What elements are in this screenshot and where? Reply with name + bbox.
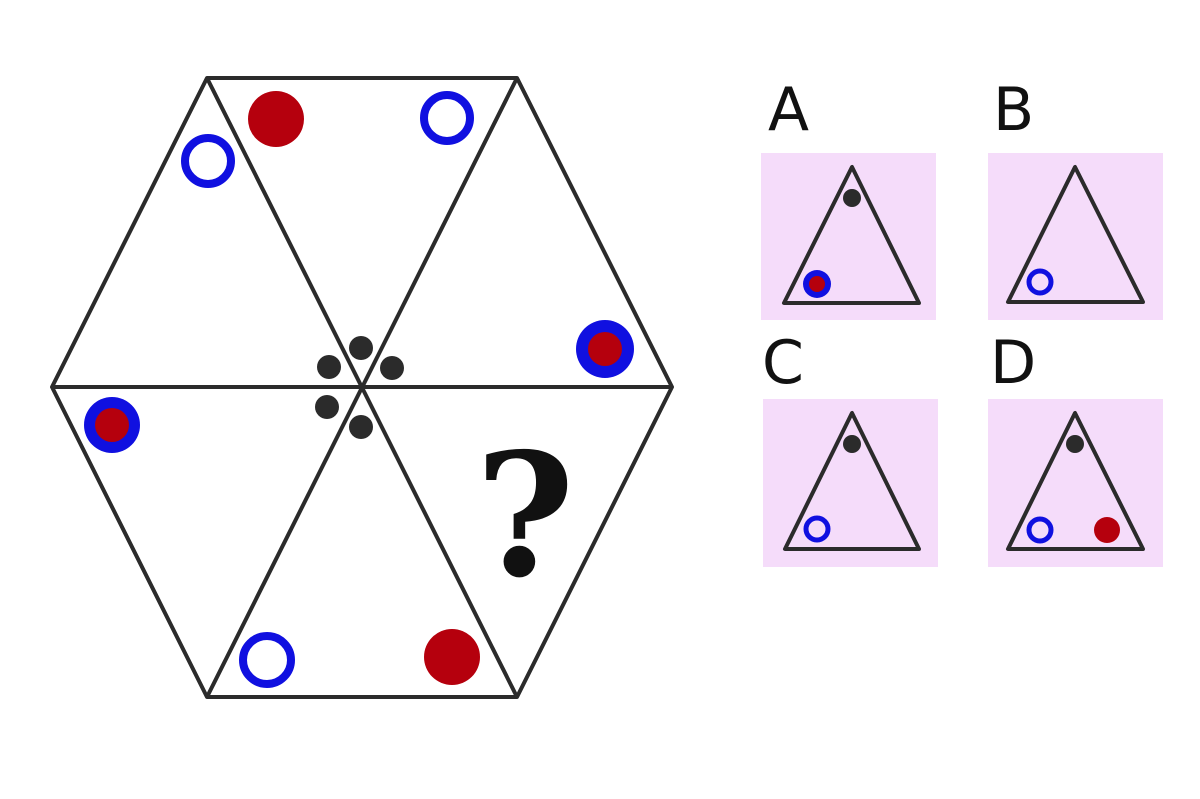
option-b-blue-ring (1026, 268, 1054, 296)
lower-left-triangle-red-dot (95, 408, 129, 442)
option-b[interactable]: B (988, 75, 1163, 320)
option-d-blue-ring (1026, 516, 1054, 544)
center-dot (349, 336, 373, 360)
center-dot (380, 356, 404, 380)
option-b-card[interactable] (988, 153, 1163, 320)
option-c-blue-ring (803, 515, 831, 543)
option-c-black-dot (843, 435, 861, 453)
option-a-black-dot (843, 189, 861, 207)
hexagon-grid (50, 76, 674, 699)
option-c-triangle (783, 411, 921, 551)
option-d[interactable]: D (988, 328, 1163, 567)
upper-left-triangle-blue-ring (181, 134, 235, 188)
center-dot (315, 395, 339, 419)
option-b-triangle (1006, 165, 1145, 304)
center-dot (317, 355, 341, 379)
option-d-black-dot (1066, 435, 1084, 453)
top-triangle-red-dot (248, 91, 304, 147)
bottom-triangle-red-dot (424, 629, 480, 685)
option-d-triangle (1006, 411, 1145, 551)
option-c[interactable]: C (762, 328, 938, 567)
question-mark: ? (475, 416, 575, 616)
bottom-triangle-blue-ring (239, 632, 295, 688)
top-triangle-blue-ring (420, 91, 474, 145)
option-d-label: D (990, 328, 1036, 398)
option-a[interactable]: A (761, 75, 936, 320)
option-c-card[interactable] (763, 399, 938, 567)
option-a-triangle (782, 165, 921, 305)
center-dot (349, 415, 373, 439)
option-d-red-dot (1094, 517, 1120, 543)
upper-right-triangle-red-dot (588, 332, 622, 366)
option-b-label: B (993, 75, 1034, 145)
option-d-card[interactable] (988, 399, 1163, 567)
option-c-label: C (762, 328, 804, 398)
option-a-label: A (768, 75, 809, 145)
option-a-red-dot (809, 276, 825, 292)
center-dot-cluster (315, 336, 404, 439)
